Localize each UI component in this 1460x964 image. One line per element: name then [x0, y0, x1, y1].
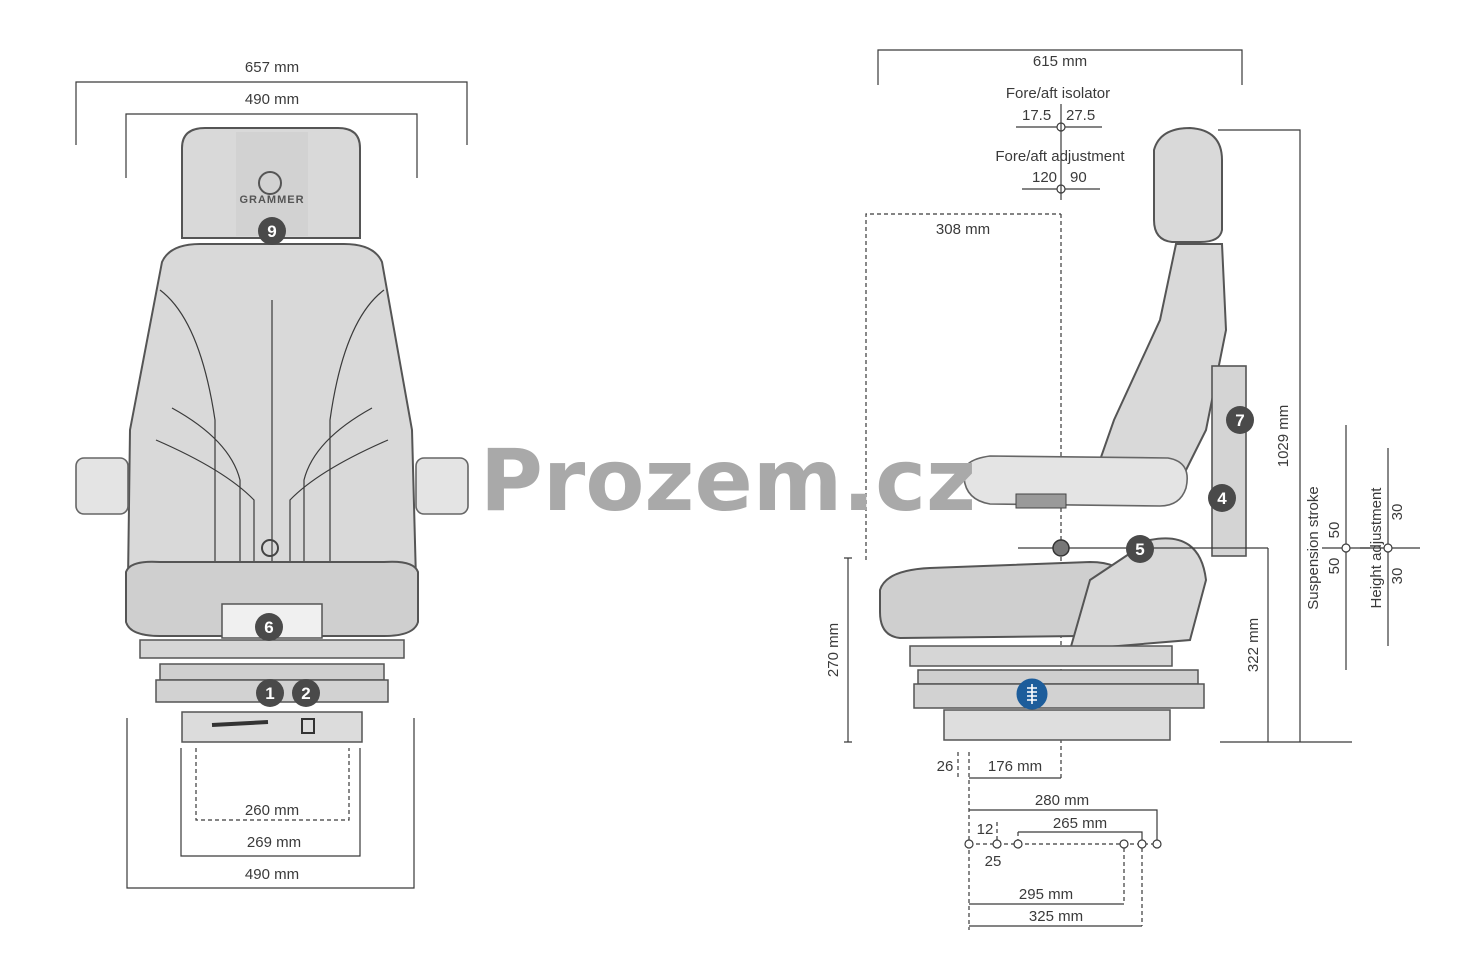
- front-lever: [211, 720, 269, 727]
- dim-270-label: 270 mm: [825, 623, 842, 677]
- dim-295-label: 295 mm: [1019, 886, 1073, 903]
- dim-490-top-label: 490 mm: [245, 91, 299, 108]
- front-slide-rail: [139, 639, 405, 659]
- dim-325-label: 325 mm: [1029, 908, 1083, 925]
- front-cushion: [125, 560, 419, 637]
- height-adjustment-marker: [1383, 543, 1393, 553]
- badge-7: 7: [1226, 406, 1254, 434]
- side-backrest-rear: [1211, 365, 1247, 557]
- mount-holes: [964, 839, 1162, 849]
- badge-1: 1: [256, 679, 284, 707]
- front-view: 657 mm 490 mm GRAMMER 260 m: [75, 59, 469, 889]
- suspension-down-value: 50: [1326, 558, 1343, 575]
- svg-text:2: 2: [301, 684, 310, 703]
- svg-text:9: 9: [267, 222, 276, 241]
- dim-490-bottom-label: 490 mm: [245, 866, 299, 883]
- side-slide-rail: [909, 645, 1173, 667]
- side-view: 615 mm Fore/aft isolator 17.5 27.5 Fore/…: [825, 49, 1420, 930]
- dim-line-270: [844, 557, 852, 743]
- backrest-pipe-right: [289, 439, 389, 580]
- dim-line-615: [877, 49, 1243, 85]
- svg-text:6: 6: [264, 618, 273, 637]
- suspension-stroke-label: Suspension stroke: [1305, 486, 1322, 609]
- dim-25-label: 25: [985, 853, 1002, 870]
- isolator-right-value: 27.5: [1066, 107, 1095, 124]
- side-armrest: [962, 455, 1188, 507]
- backrest-bolster-left: [171, 407, 241, 580]
- badge-9: 9: [258, 217, 286, 245]
- armrest-right: [415, 457, 469, 515]
- watermark: Prozem.cz: [480, 431, 976, 531]
- dim-269-label: 269 mm: [247, 834, 301, 851]
- svg-text:4: 4: [1217, 489, 1227, 508]
- badge-6: 6: [255, 613, 283, 641]
- svg-text:7: 7: [1235, 411, 1244, 430]
- backrest-pipe-left: [155, 439, 255, 580]
- side-base: [943, 709, 1171, 741]
- side-pivot-frame: [1068, 537, 1208, 652]
- dim-12-label: 12: [977, 821, 994, 838]
- svg-text:1: 1: [265, 684, 274, 703]
- dim-line-280: [969, 809, 1158, 844]
- suspension-stroke-marker: [1341, 543, 1351, 553]
- suspension-up-value: 50: [1326, 522, 1343, 539]
- badge-2: 2: [292, 679, 320, 707]
- dim-line-657: [75, 81, 468, 145]
- dim-322-label: 322 mm: [1245, 618, 1262, 672]
- front-switch-icon: [301, 718, 315, 734]
- side-headrest: [1153, 126, 1223, 243]
- adjustment-left-value: 120: [1032, 169, 1057, 186]
- dim-657-label: 657 mm: [245, 59, 299, 76]
- armrest-left: [75, 457, 129, 515]
- front-bellow-top: [159, 663, 385, 681]
- dim-1029-label: 1029 mm: [1275, 405, 1292, 468]
- backrest-seam-left: [159, 289, 216, 580]
- side-bellow: [913, 683, 1205, 709]
- backrest-seam-right: [329, 289, 385, 580]
- isolator-left-value: 17.5: [1022, 107, 1051, 124]
- armrest-control: [1015, 493, 1067, 509]
- dim-line-490-top: [125, 113, 418, 178]
- dim-line-260: [195, 748, 350, 821]
- dim-line-1029: [1218, 129, 1301, 742]
- seat-reference-point: [1052, 539, 1070, 557]
- backrest-bolster-right: [303, 407, 373, 580]
- dim-308-label: 308 mm: [936, 221, 990, 238]
- shock-absorber-glyph: [1027, 684, 1037, 704]
- dim-26-label: 26: [937, 758, 954, 775]
- dim-line-269: [180, 748, 361, 857]
- height-down-value: 30: [1389, 568, 1406, 585]
- backrest-emblem-icon: [261, 539, 279, 557]
- badge-4: 4: [1208, 484, 1236, 512]
- svg-text:5: 5: [1135, 540, 1144, 559]
- height-up-value: 30: [1389, 504, 1406, 521]
- badge-5: 5: [1126, 535, 1154, 563]
- front-base: [181, 711, 363, 743]
- fore-aft-isolator-label: Fore/aft isolator: [1006, 85, 1110, 102]
- dim-265-label: 265 mm: [1053, 815, 1107, 832]
- side-bellow-top: [917, 669, 1199, 685]
- adjustment-right-value: 90: [1070, 169, 1087, 186]
- dim-260-label: 260 mm: [245, 802, 299, 819]
- brand-label: GRAMMER: [239, 194, 304, 206]
- grammer-logo-icon: [258, 171, 282, 195]
- dim-280-label: 280 mm: [1035, 792, 1089, 809]
- dim-line-308: [865, 213, 1061, 560]
- height-adjustment-label: Height adjustment: [1368, 487, 1385, 609]
- dim-176-label: 176 mm: [988, 758, 1042, 775]
- dim-line-490-bottom: [126, 718, 415, 889]
- side-backrest: [1098, 243, 1228, 472]
- dim-615-label: 615 mm: [1033, 53, 1087, 70]
